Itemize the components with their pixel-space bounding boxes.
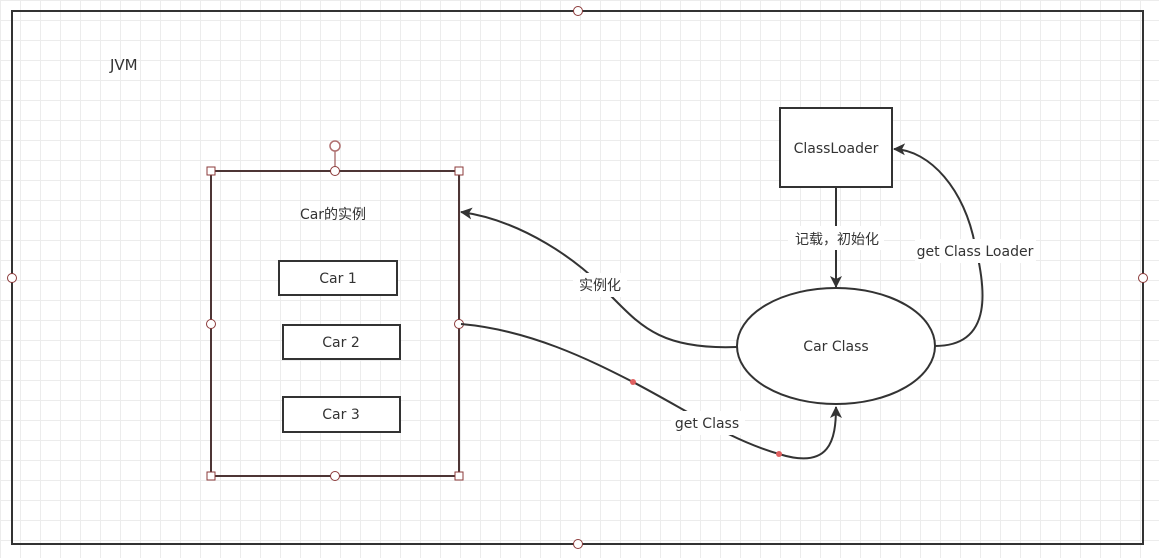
car-2-box[interactable]: Car 2 [282, 324, 401, 360]
car-instances-box[interactable]: Car的实例 Car 1 Car 2 Car 3 [206, 140, 464, 481]
jvm-label: JVM [109, 56, 138, 74]
resize-handle-bl[interactable] [206, 471, 216, 481]
edge-get-class-waypoint-2[interactable] [776, 451, 782, 457]
container-handle-right[interactable] [1138, 273, 1148, 283]
resize-handle-tl[interactable] [206, 166, 216, 176]
resize-handle-tr[interactable] [454, 166, 464, 176]
classloader-label: ClassLoader [794, 141, 879, 157]
resize-handle-br[interactable] [454, 471, 464, 481]
edge-load-init-label-bg [788, 226, 884, 250]
edge-get-class-loader-label: get Class Loader [917, 244, 1034, 260]
edge-load-init[interactable]: 记载，初始化 [788, 187, 884, 288]
car-1-box[interactable]: Car 1 [278, 260, 398, 296]
edge-get-class-loader-label-bg [915, 239, 1036, 263]
resize-handle-top[interactable] [330, 166, 340, 176]
edge-get-class-label-bg [671, 411, 745, 435]
edge-instantiate[interactable]: 实例化 [460, 207, 738, 349]
car-class-label: Car Class [803, 339, 868, 355]
container-handle-bottom[interactable] [573, 539, 583, 549]
edge-get-class-loader[interactable]: get Class Loader [893, 143, 1036, 347]
edge-get-class[interactable]: get Class [460, 323, 842, 460]
edge-get-class-waypoint-1[interactable] [630, 379, 636, 385]
edge-instantiate-label: 实例化 [579, 278, 621, 294]
car-3-box[interactable]: Car 3 [282, 396, 401, 433]
car-3-label: Car 3 [322, 407, 359, 423]
edge-instantiate-label-bg [573, 273, 627, 297]
resize-handle-left[interactable] [206, 319, 216, 329]
rotate-handle[interactable] [329, 140, 341, 152]
car-2-label: Car 2 [322, 335, 359, 351]
container-handle-left[interactable] [7, 273, 17, 283]
car-class-ellipse[interactable]: Car Class [736, 287, 936, 405]
container-handle-top[interactable] [573, 6, 583, 16]
resize-handle-bottom[interactable] [330, 471, 340, 481]
car-instances-title: Car的实例 [300, 207, 366, 223]
edge-load-init-label: 记载，初始化 [795, 231, 879, 248]
edge-get-class-label: get Class [675, 416, 739, 432]
jvm-container[interactable]: JVM [7, 6, 1148, 549]
car-1-label: Car 1 [319, 271, 356, 287]
classloader-box[interactable]: ClassLoader [779, 107, 893, 188]
